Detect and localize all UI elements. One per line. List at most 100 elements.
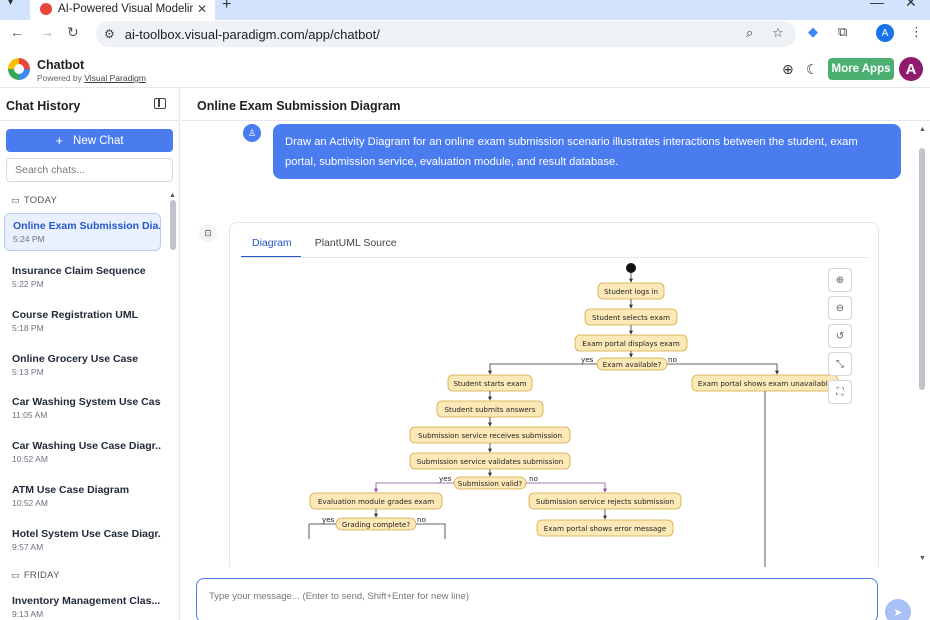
chat-title: Course Registration UML (12, 309, 139, 321)
back-icon[interactable]: ← (10, 24, 24, 40)
chat-main: Online Exam Submission Diagram ♙ Draw an… (181, 88, 930, 620)
node-label: Submission service rejects submission (536, 497, 674, 506)
sidebar-item-online-exam[interactable]: Online Exam Submission Dia...5:24 PM (4, 213, 161, 251)
theme-moon-icon[interactable]: ☾ (806, 61, 819, 77)
chat-title: Inventory Management Clas... (12, 595, 161, 607)
zoom-out-icon[interactable]: ⊖ (828, 296, 852, 320)
bookmark-star-icon[interactable]: ☆ (772, 25, 784, 40)
new-chat-button[interactable]: +New Chat (6, 129, 173, 152)
tab-search-icon[interactable]: ▾ (8, 0, 14, 8)
chat-time: 5:18 PM (12, 323, 44, 333)
message-input[interactable]: Type your message... (Enter to send, Shi… (196, 578, 878, 620)
edge (308, 523, 336, 539)
app-header: Chatbot Powered by Visual Paradigm ⊕ ☾ M… (0, 52, 930, 88)
chat-time: 5:22 PM (12, 279, 44, 289)
sidebar-divider (0, 120, 180, 121)
tabs-divider (241, 257, 869, 258)
group-friday: ▭FRIDAY (11, 570, 60, 581)
node-label: Student starts exam (453, 379, 526, 388)
search-chats-input[interactable]: Search chats... (6, 158, 173, 182)
new-tab-icon[interactable]: + (222, 0, 232, 13)
node-exam-portal-displays: Exam portal displays exam (574, 334, 688, 352)
user-avatar[interactable]: A (899, 57, 923, 81)
node-label: Student submits answers (445, 405, 536, 414)
node-label: Exam portal displays exam (582, 339, 679, 348)
node-label: Student selects exam (592, 313, 670, 322)
chat-time: 5:13 PM (12, 367, 44, 377)
sidebar-item-hotel-system[interactable]: Hotel System Use Case Diagr...9:57 AM (4, 522, 161, 560)
fullscreen-icon[interactable]: ⛶ (828, 380, 852, 404)
chat-time: 10:52 AM (12, 498, 48, 508)
globe-icon[interactable]: ⊕ (782, 61, 794, 77)
extension-icon[interactable]: ◆ (808, 24, 818, 39)
active-tab-indicator (241, 256, 301, 258)
site-info-icon[interactable]: ⚙ (104, 27, 115, 41)
zoom-in-icon[interactable]: ⊕ (828, 268, 852, 292)
sidebar-item-course-registration[interactable]: Course Registration UML 5:18 PM (4, 303, 161, 341)
close-tab-icon[interactable]: ✕ (196, 2, 207, 16)
tab-plantuml-source[interactable]: PlantUML Source (314, 237, 397, 249)
forward-icon[interactable]: → (40, 24, 54, 40)
visual-paradigm-link[interactable]: Visual Paradigm (84, 73, 146, 83)
chat-title: Insurance Claim Sequence (12, 265, 146, 277)
address-bar[interactable]: ⚙ ai-toolbox.visual-paradigm.com/app/cha… (96, 21, 796, 47)
fit-screen-icon[interactable]: ⤡ (828, 352, 852, 376)
bot-icon: ⊡ (199, 224, 217, 242)
edge (488, 363, 597, 375)
sidebar-item-car-washing-usecase[interactable]: Car Washing Use Case Diagr...10:52 AM (4, 434, 161, 472)
url-text: ai-toolbox.visual-paradigm.com/app/chatb… (124, 26, 380, 42)
node-label: Exam portal shows exam unavailable (698, 379, 833, 388)
edge (374, 482, 454, 493)
yes-label: yes (439, 474, 452, 483)
browser-menu-icon[interactable]: ⋮ (910, 24, 923, 39)
zoom-icon[interactable]: ⌕ (746, 25, 754, 40)
main-divider (181, 120, 930, 121)
node-submission-receives: Submission service receives submission (409, 426, 571, 444)
page-title: Online Exam Submission Diagram (197, 99, 401, 113)
browser-tab[interactable]: AI-Powered Visual Modeling Ch ✕ (30, 0, 215, 20)
chat-title: Car Washing Use Case Diagr... (12, 440, 161, 452)
sidebar-item-inventory[interactable]: Inventory Management Clas...9:13 AM (4, 589, 161, 620)
yes-label: yes (581, 355, 594, 364)
calendar-icon: ▭ (11, 570, 20, 580)
minimize-icon[interactable]: — (870, 0, 884, 10)
extensions-puzzle-icon[interactable]: ⧉ (838, 24, 848, 39)
app-title: Chatbot (37, 58, 85, 72)
activity-diagram[interactable]: Student logs in Student selects exam Exa… (241, 259, 869, 620)
browser-profile-icon[interactable]: A (876, 24, 894, 42)
reset-view-icon[interactable]: ↺ (828, 324, 852, 348)
no-label: no (529, 474, 538, 483)
sidebar-item-insurance-claim[interactable]: Insurance Claim Sequence 5:22 PM (4, 259, 161, 297)
user-message-icon: ♙ (243, 124, 261, 142)
sidebar-toggle-icon[interactable] (154, 98, 166, 109)
initial-node (626, 263, 636, 273)
send-icon: ➤ (893, 606, 903, 619)
main-scroll-up[interactable]: ▲ (919, 126, 926, 133)
send-button[interactable]: ➤ (885, 599, 911, 620)
diagram-card: Diagram PlantUML Source Student logs in … (229, 222, 879, 620)
diagram-tabs: Diagram PlantUML Source (252, 237, 420, 254)
no-label: no (668, 355, 677, 364)
reload-icon[interactable]: ↻ (67, 24, 79, 40)
main-scrollbar[interactable] (919, 148, 925, 390)
tab-diagram[interactable]: Diagram (252, 237, 292, 249)
decision-submission-valid: Submission valid? (453, 476, 527, 490)
node-label: Evaluation module grades exam (318, 497, 434, 506)
edge (526, 482, 607, 493)
close-window-icon[interactable]: ✕ (905, 0, 917, 10)
sidebar-title: Chat History (6, 99, 81, 113)
more-apps-button[interactable]: More Apps (828, 58, 894, 80)
address-bar-row: ← → ↻ ⚙ ai-toolbox.visual-paradigm.com/a… (0, 20, 930, 48)
decision-grading-complete: Grading complete? (335, 517, 417, 531)
browser-tab-strip: ▾ AI-Powered Visual Modeling Ch ✕ + — ✕ (0, 0, 930, 20)
main-scroll-down[interactable]: ▼ (919, 555, 926, 562)
calendar-icon: ▭ (11, 195, 20, 205)
tab-title: AI-Powered Visual Modeling Ch (58, 3, 193, 15)
node-label: Submission valid? (458, 479, 523, 488)
sidebar-scroll-up[interactable]: ▲ (169, 192, 176, 199)
node-student-selects-exam: Student selects exam (584, 308, 678, 326)
sidebar-scrollbar[interactable] (170, 200, 176, 250)
